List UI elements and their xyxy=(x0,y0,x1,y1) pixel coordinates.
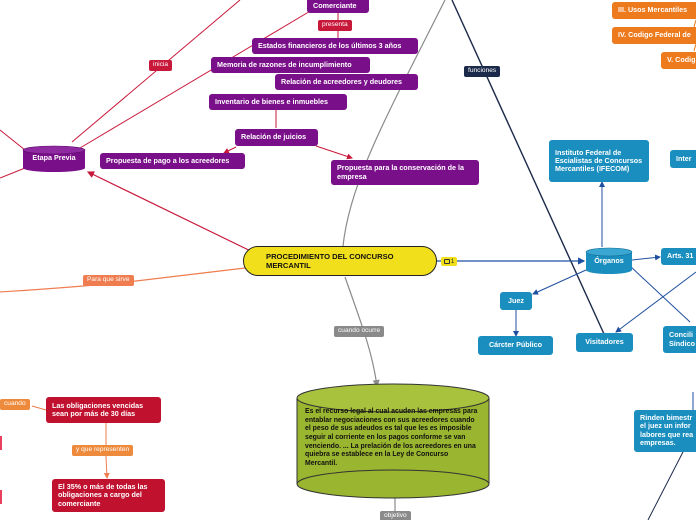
node-juez[interactable]: Juez xyxy=(500,292,532,310)
left-edge-marker xyxy=(0,490,2,504)
left-edge-marker xyxy=(0,436,2,450)
node-inventario[interactable]: Inventario de bienes e inmuebles xyxy=(209,94,347,110)
organos-cylinder xyxy=(585,247,633,274)
node-estados-financieros[interactable]: Estados financieros de los últimos 3 año… xyxy=(252,38,418,54)
node-usos-mercantiles[interactable]: III. Usos Mercantiles xyxy=(612,2,696,19)
label-cuando-ocurre: cuando ocurre xyxy=(334,326,385,337)
label-presenta: presenta xyxy=(318,20,352,31)
node-ifecom[interactable]: Instituto Federal de Escialistas de Conc… xyxy=(549,140,649,182)
node-visitadores[interactable]: Visitadores xyxy=(576,333,633,352)
label-y-que-representen: y que representen xyxy=(72,445,134,456)
label-funciones: funciones xyxy=(464,66,501,77)
node-relacion-acreedores[interactable]: Relación de acreedores y deudores xyxy=(275,74,418,90)
label-objetivo: objetivo xyxy=(380,511,411,520)
node-comerciante[interactable]: Comerciante xyxy=(307,0,369,13)
etapa-previa-cylinder xyxy=(22,145,86,172)
organos-title[interactable]: Órganos xyxy=(594,256,624,265)
central-topic[interactable]: PROCEDIMIENTO DEL CONCURSO MERCANTIL xyxy=(243,246,437,276)
label-inicia: inicia xyxy=(149,60,173,71)
node-memoria-razones[interactable]: Memoria de razones de incumplimiento xyxy=(211,57,370,73)
comment-badge[interactable]: 1 xyxy=(441,257,457,266)
etapa-previa-title[interactable]: Etapa Previa xyxy=(32,153,76,162)
definition-cylinder xyxy=(296,383,490,499)
comment-count: 1 xyxy=(450,258,455,265)
label-para-que-sirve: Para que sirve xyxy=(83,275,134,286)
node-propuesta-pago[interactable]: Propuesta de pago a los acreedores xyxy=(100,153,245,169)
central-topic-title: PROCEDIMIENTO DEL CONCURSO MERCANTIL xyxy=(266,252,394,271)
node-concil[interactable]: Concili Síndico xyxy=(663,326,696,353)
node-codigo-federal[interactable]: IV. Codigo Federal de xyxy=(612,27,696,44)
node-propuesta-conservacion[interactable]: Propuesta para la conservación de la emp… xyxy=(331,160,479,185)
node-porcentaje-obligaciones[interactable]: El 35% o más de todas las obligaciones a… xyxy=(52,479,165,512)
node-inter[interactable]: Inter xyxy=(670,150,696,168)
node-obligaciones-vencidas[interactable]: Las obligaciones vencidas sean por más d… xyxy=(46,397,161,423)
label-cuando: cuando xyxy=(0,399,30,410)
node-caracter-publico[interactable]: Cárcter Público xyxy=(478,336,553,355)
definition-text[interactable]: Es el recurso legal al cual acuden las e… xyxy=(305,408,478,467)
node-relacion-juicios[interactable]: Relación de juicios xyxy=(235,129,318,146)
node-arts[interactable]: Arts. 31 xyxy=(661,248,696,265)
node-rinden[interactable]: Rinden bimestr el juez un infor labores … xyxy=(634,410,696,452)
comment-icon xyxy=(443,259,450,264)
node-codigo-v[interactable]: V. Codig xyxy=(661,52,696,69)
